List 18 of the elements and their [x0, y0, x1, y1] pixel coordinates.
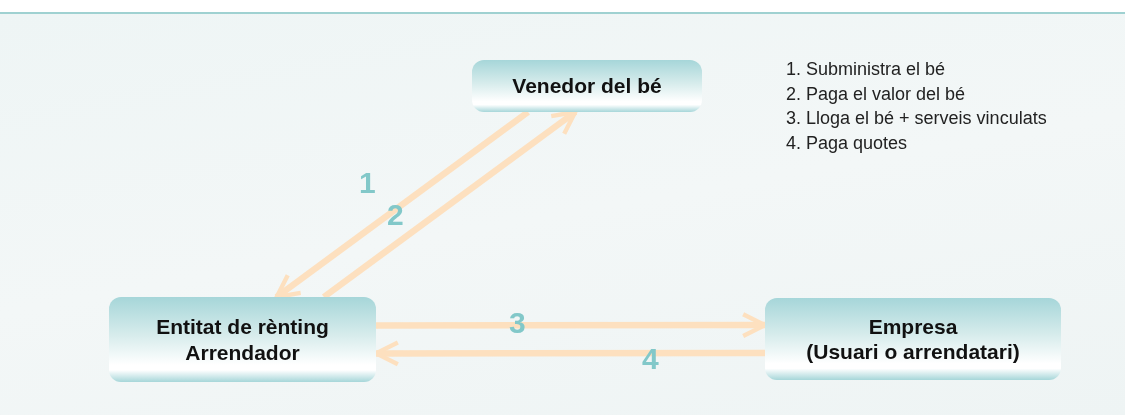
edge-label: 2 [387, 200, 404, 230]
entity-box [765, 298, 1061, 380]
edge-label: 1 [359, 168, 376, 198]
node-text: (Usuari o arrendatari) [806, 339, 1020, 365]
arrow [321, 109, 578, 300]
node-text: Venedor del bé [512, 73, 662, 99]
node-text: Empresa [868, 313, 958, 339]
entity-box [109, 297, 376, 382]
entity-box [472, 60, 702, 112]
legend-note: 2. Paga el valor del bé [786, 82, 966, 106]
node-text: Arrendador [185, 339, 300, 365]
edge-label: 3 [509, 308, 526, 338]
legend-note: 3. Lloga el bé + serveis vinculats [786, 107, 1047, 130]
legend-note: 4. Paga quotes [786, 131, 908, 155]
legend-note: 1. Subministra el bé [786, 58, 946, 81]
edge-label: 4 [642, 344, 659, 374]
node-text: Entitat de rènting [156, 314, 329, 340]
arrow [274, 109, 530, 300]
